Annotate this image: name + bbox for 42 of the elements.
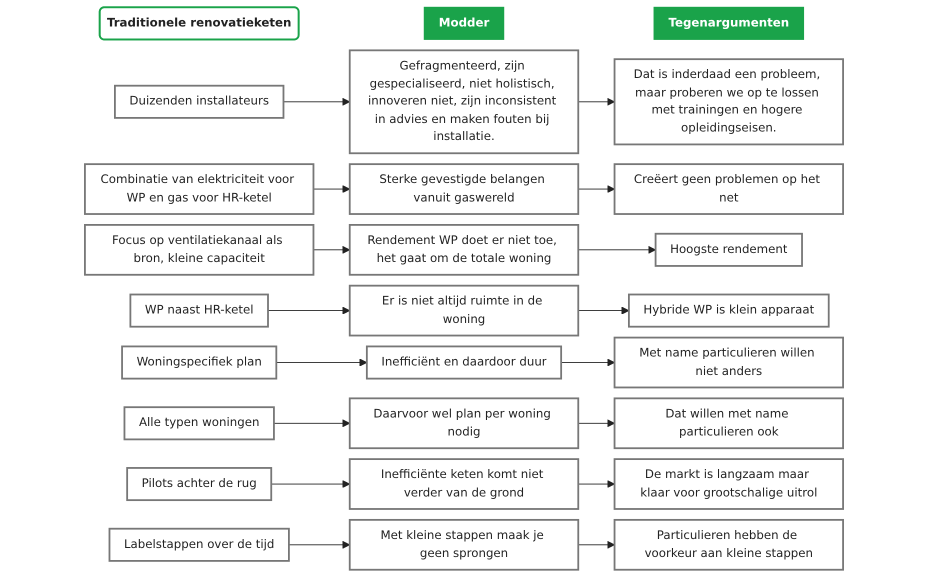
arrow [577,246,656,254]
arrow [267,306,350,315]
node-box: Labelstappen over de tijd [108,528,290,562]
arrow [312,246,350,254]
node-box: WP naast HR-ketel [128,294,268,328]
node-box: Met kleine stappen maak je geen sprongen [348,518,579,571]
node-box: Particulieren hebben de voorkeur aan kleine stappen [613,518,844,571]
node-box: Er is niet altijd ruimte in de woning [348,284,579,336]
arrow [577,306,629,315]
node-box: Combinatie van elektriciteit voor WP en gas voor HR-ketel [84,163,314,215]
node-box: Modder [423,6,504,40]
node-box: Pilots achter de rug [126,467,272,502]
node-box: Focus op ventilatiekanaal als bron, kleine capaciteit [84,224,314,276]
node-box: Hoogste rendement [654,232,802,267]
node-box: Hybride WP is klein apparaat [627,294,830,328]
arrow [282,98,350,106]
node-box: Dat willen met name particulieren ook [613,397,844,450]
arrow [288,540,350,549]
node-box: Met name particulieren willen niet anders [613,336,844,388]
node-box: Tegenargumenten [653,6,804,40]
arrow [270,480,350,488]
node-box: Gefragmenteerd, zijn gespecialiseerd, niet holistisch, innoveren niet, zijn inconsistent in advies en maken fouten bij installatie. [348,49,579,154]
node-box: Rendement WP doet er niet toe, het gaat om de totale woning [348,224,579,276]
arrow [577,98,614,106]
arrow [560,358,614,367]
node-box: Inefficiënte keten komt niet verder van de grond [348,458,579,510]
node-box: Alle typen woningen [123,406,274,440]
node-box: De markt is langzaam maar klaar voor grootschalige uitrol [613,458,844,510]
node-box: Creëert geen problemen op het net [613,163,844,215]
arrow [577,419,614,428]
node-box: Dat is inderdaad een probleem, maar proberen we op te lossen met trainingen en hogere opleidingseisen. [613,58,844,146]
arrow [577,185,614,194]
arrow [275,358,367,367]
arrow [577,540,614,549]
node-box: Sterke gevestigde belangen vanuit gaswereld [348,163,579,215]
arrow [577,480,614,488]
node-box: Inefficiënt en daardoor duur [365,346,562,380]
node-box: Woningspecifiek plan [120,346,277,380]
node-box: Daarvoor wel plan per woning nodig [348,397,579,450]
node-box: Duizenden installateurs [114,84,284,119]
arrow [272,419,350,428]
arrow [312,185,350,194]
